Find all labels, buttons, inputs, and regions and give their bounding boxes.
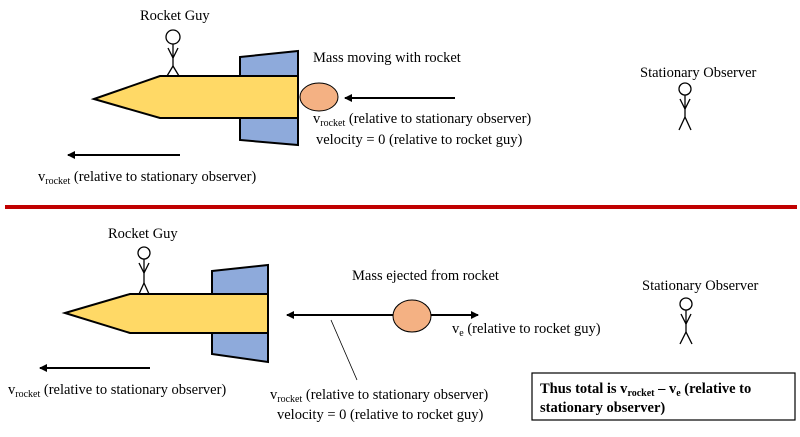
conclusion-line-1: Thus total is vrocket – ve (relative to <box>540 381 751 399</box>
mass-velocity-rel-label: velocity = 0 (relative to rocket guy) <box>316 132 522 148</box>
rocket-velocity-label: vrocket (relative to stationary observer… <box>38 169 256 187</box>
rocket-body <box>90 75 299 119</box>
mass <box>299 82 339 112</box>
rocket-guy-label: Rocket Guy <box>108 226 178 242</box>
mass-label: Mass moving with rocket <box>313 50 461 66</box>
observer-label: Stationary Observer <box>642 278 759 294</box>
observer-figure-icon <box>678 82 692 131</box>
top-scene: Rocket Guy Mass moving with rocket vrock… <box>38 8 757 187</box>
observer-label: Stationary Observer <box>640 65 757 81</box>
ve-label: ve (relative to rocket guy) <box>452 321 601 339</box>
mass-velocity-label: vrocket (relative to stationary observer… <box>313 111 531 129</box>
mass <box>392 299 432 333</box>
rocket-guy-figure-icon <box>137 246 151 295</box>
rocket-velocity-label: vrocket (relative to stationary observer… <box>8 382 226 400</box>
conclusion-box <box>531 372 796 421</box>
mass-velocity-rel-label: velocity = 0 (relative to rocket guy) <box>277 407 483 423</box>
bottom-scene: Rocket Guy Mass ejected from rocket ve (… <box>8 226 796 423</box>
callout-line <box>330 319 358 381</box>
mass-velocity-label: vrocket (relative to stationary observer… <box>270 387 488 405</box>
rocket-guy-figure-icon <box>165 29 181 77</box>
observer-figure-icon <box>679 297 693 345</box>
mass-label: Mass ejected from rocket <box>352 268 499 284</box>
conclusion-line-2: stationary observer) <box>540 400 665 416</box>
rocket-guy-label: Rocket Guy <box>140 8 210 24</box>
rocket-body <box>61 293 269 334</box>
